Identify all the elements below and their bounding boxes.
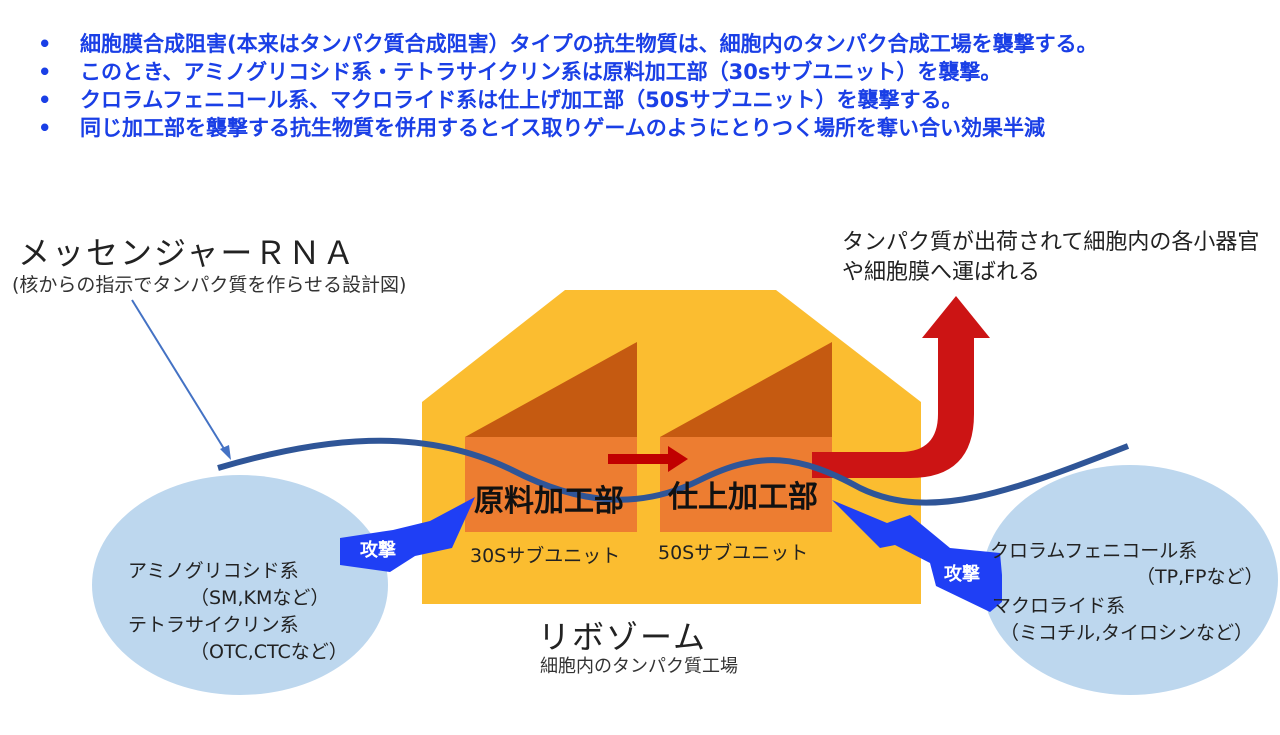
mrna-subtitle: (核からの指示でタンパク質を作らせる設計図) xyxy=(12,274,407,296)
left-antibiotic-ellipse xyxy=(92,475,388,695)
right-group-line-2: （TP,FPなど） xyxy=(1136,566,1264,588)
right-group-line-1: クロラムフェニコール系 xyxy=(990,540,1198,562)
raw-unit-label: 原料加工部 xyxy=(474,484,624,519)
bullet-dot: • xyxy=(38,32,52,56)
bullet-dot: • xyxy=(38,116,52,140)
bullet-text: クロラムフェニコール系、マクロライド系は仕上げ加工部（50Sサブユニット）を襲撃… xyxy=(80,88,963,112)
right-group-line-3: マクロライド系 xyxy=(992,595,1126,617)
right-attack-label: 攻撃 xyxy=(944,564,980,585)
bullet-text: 同じ加工部を襲撃する抗生物質を併用するとイス取りゲームのようにとりつく場所を奪い… xyxy=(80,116,1045,140)
mrna-pointer-head xyxy=(220,445,231,460)
bullet-dot: • xyxy=(38,88,52,112)
mrna-pointer-line xyxy=(131,299,227,453)
finish-unit-subtitle: 50Sサブユニット xyxy=(658,542,809,564)
raw-unit-subtitle: 30Sサブユニット xyxy=(470,545,621,567)
ribosome-title: リボゾーム xyxy=(538,618,708,656)
left-attack-bolt xyxy=(340,497,475,572)
bullet-text: 細胞膜合成阻害(本来はタンパク質合成阻害）タイプの抗生物質は、細胞内のタンパク合… xyxy=(80,32,1098,56)
left-group-line-1: アミノグリコシド系 xyxy=(128,560,299,582)
bullet-list: • 細胞膜合成阻害(本来はタンパク質合成阻害）タイプの抗生物質は、細胞内のタンパク… xyxy=(34,30,1264,142)
left-attack-label: 攻撃 xyxy=(360,540,396,561)
protein-shipping-note: タンパク質が出荷されて細胞内の各小器官や細胞膜へ運ばれる xyxy=(842,230,1260,285)
bullet-item-2: • このとき、アミノグリコシド系・テトラサイクリン系は原料加工部（30sサブユニッ… xyxy=(34,58,1264,86)
left-group-line-4: （OTC,CTCなど） xyxy=(190,641,348,663)
bullet-dot: • xyxy=(38,60,52,84)
left-group-line-2: （SM,KMなど） xyxy=(190,587,330,609)
right-attack-bolt xyxy=(832,500,1002,612)
finish-unit-label: 仕上加工部 xyxy=(668,480,818,515)
ribosome-subtitle: 細胞内のタンパク質工場 xyxy=(540,656,738,677)
protein-output-arrow xyxy=(812,296,990,478)
bullet-text: このとき、アミノグリコシド系・テトラサイクリン系は原料加工部（30sサブユニット… xyxy=(80,60,1002,84)
right-group-line-4: （ミコチル,タイロシンなど） xyxy=(1000,622,1254,644)
bullet-item-3: • クロラムフェニコール系、マクロライド系は仕上げ加工部（50Sサブユニット）を襲… xyxy=(34,86,1264,114)
left-group-line-3: テトラサイクリン系 xyxy=(128,614,299,636)
transfer-arrow xyxy=(608,446,688,472)
mrna-strand xyxy=(217,437,1130,506)
bullet-item-1: • 細胞膜合成阻害(本来はタンパク質合成阻害）タイプの抗生物質は、細胞内のタンパク… xyxy=(34,30,1264,58)
bullet-item-4: • 同じ加工部を襲撃する抗生物質を併用するとイス取りゲームのようにとりつく場所を奪… xyxy=(34,114,1264,142)
mrna-title: メッセンジャーＲＮＡ xyxy=(18,234,357,272)
right-antibiotic-ellipse xyxy=(982,465,1278,695)
finish-unit-roof xyxy=(660,342,832,437)
raw-unit-roof xyxy=(465,342,637,437)
